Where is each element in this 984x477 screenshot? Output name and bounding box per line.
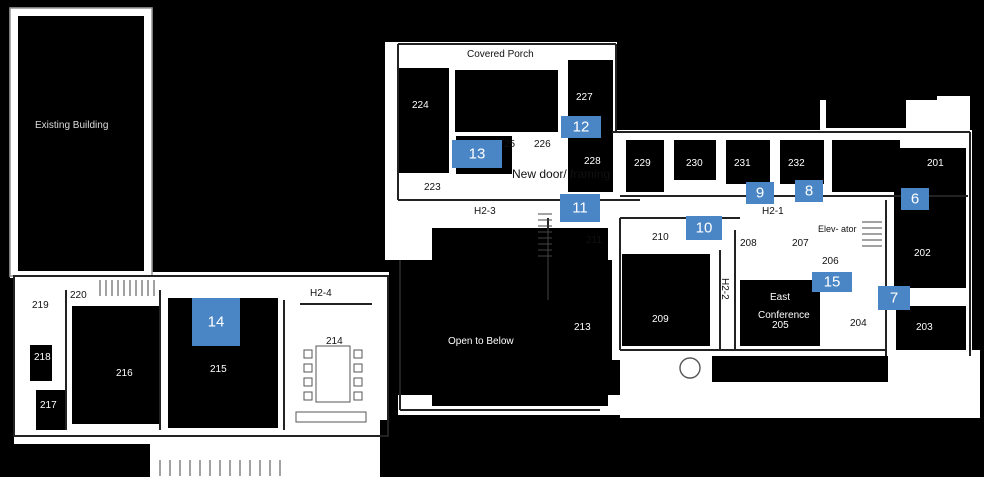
marker-7[interactable]: 7 <box>878 286 910 310</box>
marker-8[interactable]: 8 <box>795 180 823 202</box>
hall-label-h2-2: H2-2 <box>719 278 730 300</box>
svg-text:14: 14 <box>208 314 225 331</box>
room-227: 227 <box>576 92 593 103</box>
room-207: 207 <box>792 238 809 249</box>
room-213: 213 <box>574 322 591 333</box>
room-215: 215 <box>210 364 227 375</box>
svg-text:10: 10 <box>696 220 713 237</box>
marker-11[interactable]: 11 <box>560 194 600 222</box>
hall-label-h2-1: H2-1 <box>762 206 784 217</box>
room-228: 228 <box>584 156 601 167</box>
marker-15[interactable]: 15 <box>812 272 852 292</box>
svg-text:6: 6 <box>911 191 919 208</box>
room-223: 223 <box>424 182 441 193</box>
elevator-label: Elev- ator <box>818 224 857 234</box>
room-229: 229 <box>634 158 651 169</box>
room-217: 217 <box>40 400 57 411</box>
room-205: 205 <box>772 320 789 331</box>
room-214: 214 <box>326 336 343 347</box>
room-208: 208 <box>740 238 757 249</box>
room-204: 204 <box>850 318 867 329</box>
marker-9[interactable]: 9 <box>746 182 774 204</box>
svg-text:East: East <box>770 292 790 303</box>
room-225: 25 <box>504 139 516 150</box>
svg-text:9: 9 <box>756 185 764 202</box>
svg-text:13: 13 <box>469 146 486 163</box>
existing-building-label: Existing Building <box>35 120 108 131</box>
marker-13[interactable]: 13 <box>452 140 502 168</box>
east-conference-label: East Conference <box>758 292 810 321</box>
room-231: 231 <box>734 158 751 169</box>
svg-text:8: 8 <box>805 183 813 200</box>
marker-10[interactable]: 10 <box>686 216 722 240</box>
svg-text:12: 12 <box>573 119 590 136</box>
marker-14[interactable]: 14 <box>192 298 240 346</box>
room-218: 218 <box>34 352 51 363</box>
room-216: 216 <box>116 368 133 379</box>
room-220: 220 <box>70 290 87 301</box>
room-206: 206 <box>822 256 839 267</box>
room-230: 230 <box>686 158 703 169</box>
entry-circle <box>679 357 701 379</box>
open-to-below-label: Open to Below <box>448 336 514 347</box>
hall-label-h2-4: H2-4 <box>310 288 332 299</box>
svg-text:7: 7 <box>890 290 898 307</box>
room-201: 201 <box>927 158 944 169</box>
marker-6[interactable]: 6 <box>901 188 929 210</box>
room-210: 210 <box>652 232 669 243</box>
hall-label-h2-3: H2-3 <box>474 206 496 217</box>
room-203: 203 <box>916 322 933 333</box>
svg-text:Conference: Conference <box>758 310 810 321</box>
room-202: 202 <box>914 248 931 259</box>
room-numbers: 201 202 203 204 205 206 207 208 209 210 … <box>32 92 944 411</box>
marker-12[interactable]: 12 <box>561 116 601 138</box>
location-markers: 6 7 8 9 10 11 12 13 14 15 <box>192 116 929 346</box>
room-232: 232 <box>788 158 805 169</box>
svg-text:15: 15 <box>824 274 841 291</box>
room-209: 209 <box>652 314 669 325</box>
room-224: 224 <box>412 100 429 111</box>
room-219: 219 <box>32 300 49 311</box>
covered-porch-label: Covered Porch <box>467 49 534 60</box>
new-door-framing-label: New door/ framing <box>512 167 610 181</box>
room-226: 226 <box>534 139 551 150</box>
stairs <box>99 213 882 476</box>
conference-furniture <box>295 345 367 423</box>
room-211: 211 <box>586 235 602 246</box>
svg-text:11: 11 <box>572 200 588 217</box>
